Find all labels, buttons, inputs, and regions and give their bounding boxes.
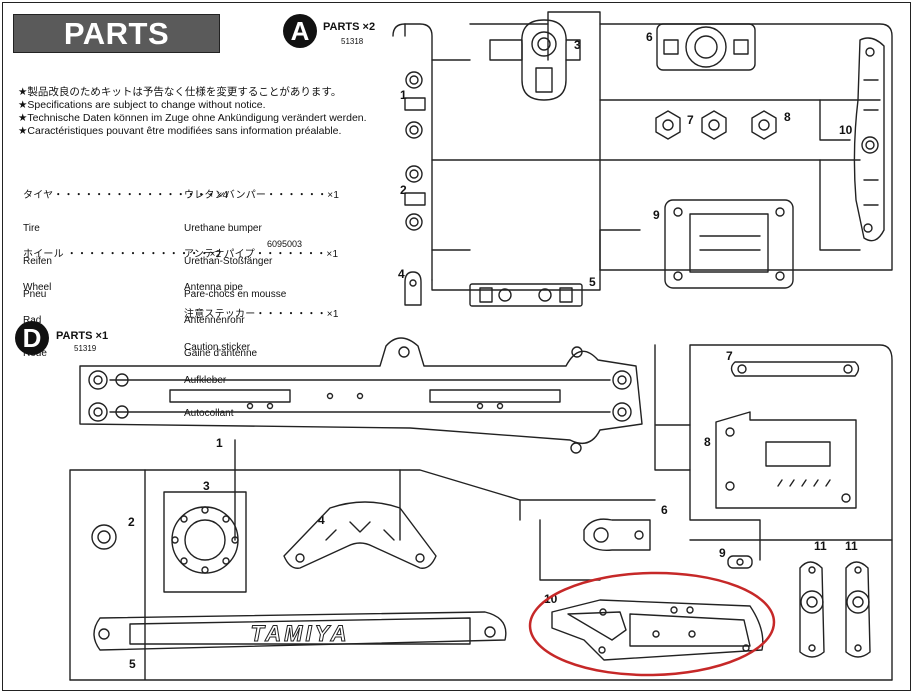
part-a4-tab	[404, 271, 422, 306]
part-number-a4: 4	[398, 267, 405, 281]
note-jp: ★製品改良のためキットは予告なく仕様を変更することがあります。	[18, 86, 342, 98]
part-number-d11b: 11	[845, 539, 858, 553]
tree-d-code: 51319	[74, 344, 97, 353]
tree-a-label: PARTS ×2	[323, 21, 376, 33]
part-number-d5: 5	[129, 657, 136, 671]
note-de: ★Technische Daten können im Zuge ohne An…	[18, 112, 367, 124]
part-d11-arm-right	[845, 561, 871, 658]
part-d5-bumper	[93, 611, 507, 651]
part-d9-spacer	[727, 555, 753, 569]
part-d2-bushing	[91, 524, 117, 550]
part-a3-knuckle	[489, 19, 581, 101]
part-number-d7: 7	[726, 349, 733, 363]
part-number-a9: 9	[653, 208, 660, 222]
part-d7-link	[730, 361, 860, 377]
part-a9-gear-cover	[664, 199, 794, 289]
tree-d-label: PARTS ×1	[56, 330, 109, 342]
part-number-a7: 7	[687, 113, 694, 127]
part-number-d2: 2	[128, 515, 135, 529]
page-title: PARTS	[13, 14, 220, 53]
tree-d-runners	[69, 344, 893, 681]
parts-list-item-bumper: ウレタンバンパー・・・・・・×1 Urethane bumper Urethan…	[184, 190, 340, 300]
part-number-a10: 10	[839, 123, 853, 137]
tree-d-badge: D	[15, 321, 49, 355]
part-a5-plate	[469, 283, 583, 307]
part-d1-chassis	[79, 337, 643, 454]
part-number-a1: 1	[400, 88, 407, 102]
part-d6-mount	[583, 518, 651, 551]
part-a6-carrier	[656, 23, 756, 71]
part-number-a2: 2	[400, 183, 407, 197]
parts-list-item-tire: タイヤ・・・・・・・・・・・・・・・・×4 Tire Reifen Pneu	[23, 190, 229, 300]
part-number-a5: 5	[589, 275, 596, 289]
part-number-d8: 8	[704, 435, 711, 449]
part-number-d9: 9	[719, 546, 726, 560]
part-number-d6: 6	[661, 503, 668, 517]
note-en: ★Specifications are subject to change wi…	[18, 99, 266, 111]
part-number-d4: 4	[318, 513, 325, 527]
part-d10-plate	[551, 599, 764, 661]
tamiya-logo: TAMIYA	[250, 621, 349, 646]
part-number-d11a: 11	[814, 539, 827, 553]
highlight-circle	[528, 571, 776, 677]
part-a10-arm	[853, 37, 885, 242]
parts-list-item-antenna: アンテナパイプ・・・・・・・×1 Antenna pipe Antennenro…	[184, 249, 339, 359]
part-a8-hex-nut	[751, 110, 777, 140]
part-d8-battery-plate	[715, 411, 857, 509]
tree-a-runners	[392, 11, 893, 291]
part-a2-bushing	[404, 165, 426, 231]
part-d4-bracket	[283, 501, 437, 569]
part-a1-bushing	[404, 71, 426, 139]
tree-a-code: 51318	[341, 37, 364, 46]
part-number-a8: 8	[784, 110, 791, 124]
part-a7-hex-nut	[655, 110, 727, 140]
part-number-a3: 3	[574, 38, 581, 52]
part-d11-arm-left	[799, 561, 825, 658]
note-fr: ★Caractéristiques pouvant être modifiées…	[18, 125, 342, 137]
part-number-a6: 6	[646, 30, 653, 44]
tree-a-badge: A	[283, 14, 317, 48]
part-number-d3: 3	[203, 479, 210, 493]
part-d3-hub	[163, 491, 247, 593]
part-number-d1: 1	[216, 436, 223, 450]
antenna-part-code: 6095003	[267, 239, 303, 249]
